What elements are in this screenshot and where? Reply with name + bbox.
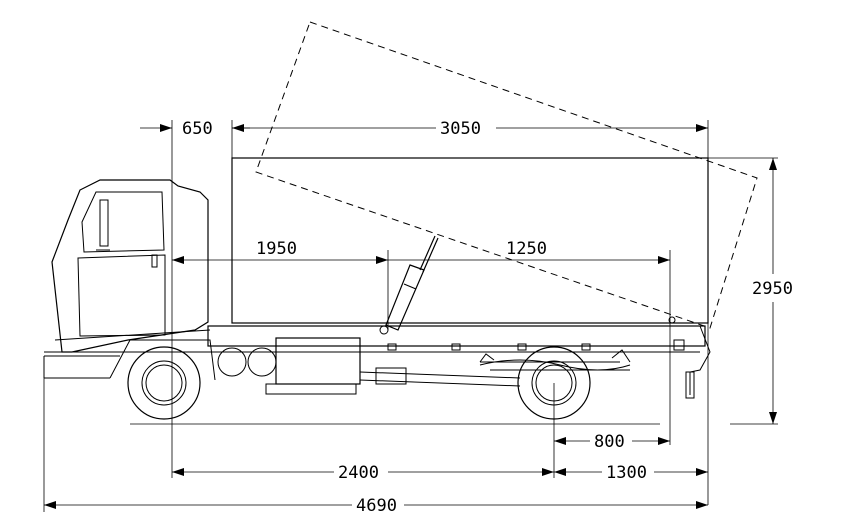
fuel-tanks <box>217 337 361 395</box>
rear-axle-to-end-label: 800 <box>594 432 625 452</box>
dim-rear-overhang: 1300 <box>554 463 708 483</box>
extension-lines <box>43 120 778 512</box>
overall-height-label: 2950 <box>752 279 793 299</box>
front-wheel <box>127 346 201 420</box>
dim-rear-axle-to-end: 800 <box>554 432 670 452</box>
dim-wheelbase: 2400 <box>172 463 554 483</box>
door-handle <box>151 254 158 268</box>
cargo-body <box>231 157 709 324</box>
rear-overhang-label: 1300 <box>606 463 647 483</box>
hydraulic-cylinder <box>379 235 676 335</box>
dim-body-length: 3050 <box>232 119 708 139</box>
dim-cab-to-pivot: 1950 <box>172 239 388 264</box>
cab-door <box>77 254 166 337</box>
side-mirror <box>99 199 109 247</box>
dim-pivot-to-rear: 1250 <box>388 239 670 264</box>
wheelbase-label: 2400 <box>338 463 379 483</box>
cab <box>51 179 211 353</box>
chassis-frame <box>43 325 711 399</box>
dim-front-overhang: 650 <box>140 119 250 139</box>
tipped-body-outline <box>255 21 758 329</box>
overall-length-label: 4690 <box>356 496 397 516</box>
front-overhang-label: 650 <box>182 119 213 139</box>
cab-to-pivot-label: 1950 <box>256 239 297 259</box>
body-length-label: 3050 <box>440 119 481 139</box>
driveshaft <box>359 349 631 387</box>
pivot-to-rear-label: 1250 <box>506 239 547 259</box>
dim-overall-height: 2950 <box>752 158 793 424</box>
dim-overall-length: 4690 <box>44 496 708 516</box>
